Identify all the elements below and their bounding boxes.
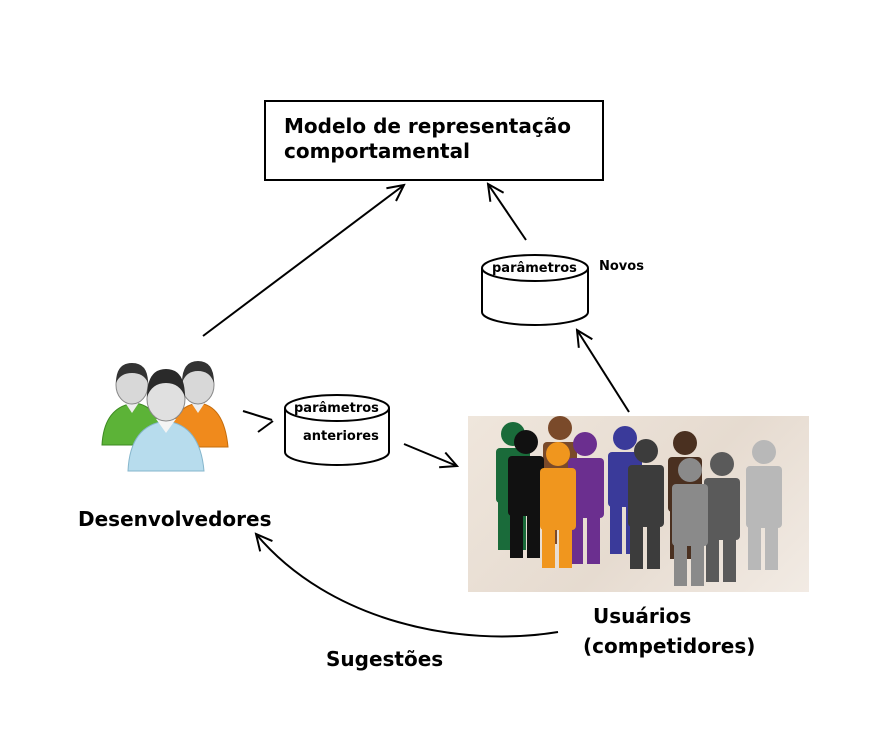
old-params-sub: anteriores [303,429,379,444]
new-params-cylinder [481,254,589,326]
model-title-line1: Modelo de representação [284,114,571,138]
old-params-label: parâmetros [294,401,379,416]
crowd-front-row [508,430,782,586]
crowd-figures [496,416,782,586]
new-params-label: parâmetros [492,261,577,276]
users-sublabel: (competidores) [583,634,756,658]
arrow-devs-to-model [202,185,404,337]
crowd-icon [468,416,809,592]
old-params-cylinder [284,394,390,466]
arrow-new-params-to-model [488,184,527,241]
model-title-line2: comportamental [284,139,470,163]
model-title: Modelo de representação comportamental [284,114,604,164]
feedback-label: Sugestões [326,647,444,671]
model-box: Modelo de representação comportamental [264,100,604,181]
arrow-devs-to-old-params [242,410,273,421]
arrow-users-to-new-params [577,330,630,413]
arrow-old-params-to-users [403,443,457,466]
developers-group-icon [101,361,229,472]
arrow-devs-to-old-params-2 [257,420,274,433]
users-label: Usuários [593,604,692,628]
new-params-tag: Novos [599,259,644,274]
developers-label: Desenvolvedores [78,507,272,531]
arrow-feedback-curve [256,534,559,638]
